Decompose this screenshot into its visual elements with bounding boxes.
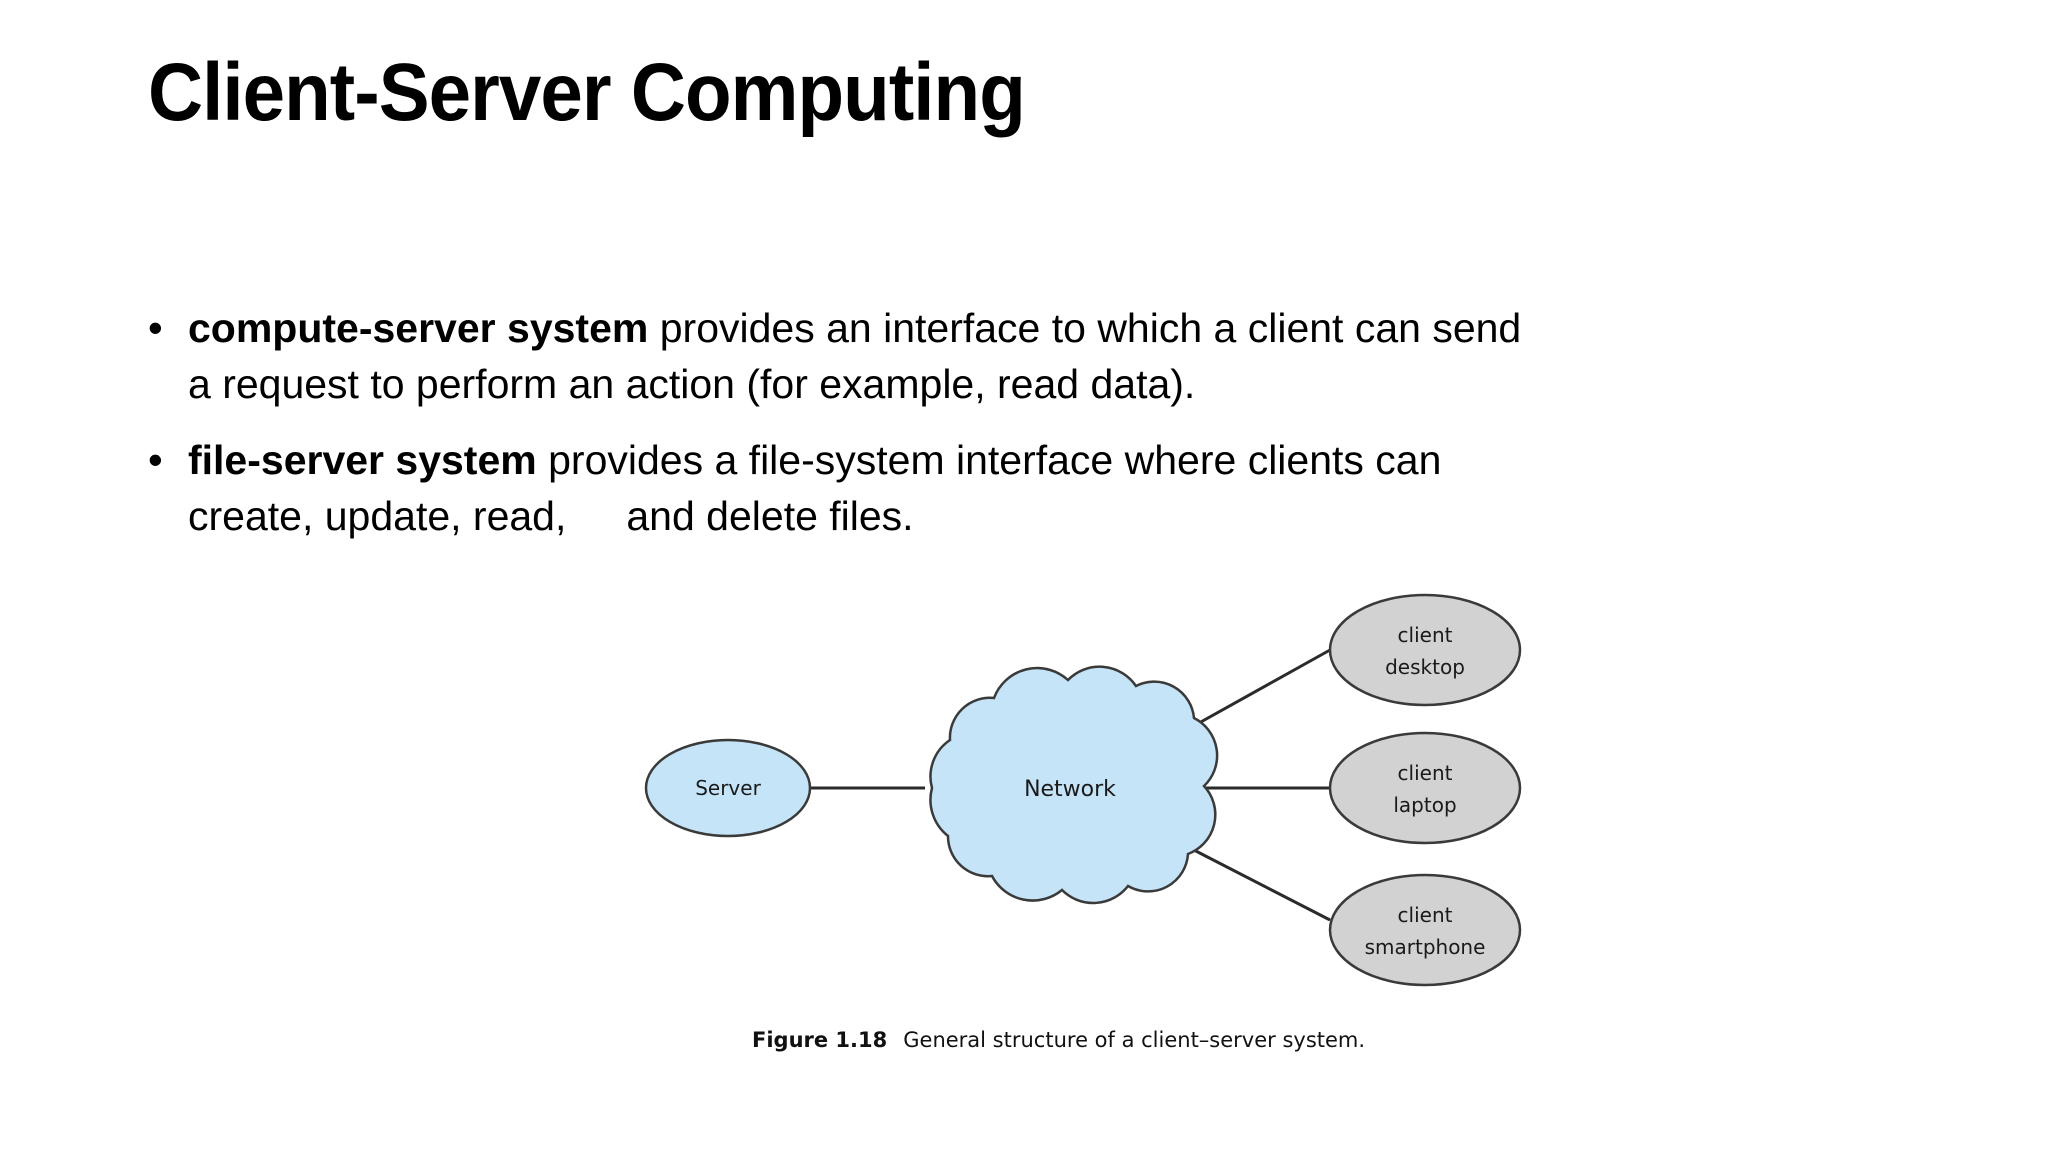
client-desktop-ellipse-shape	[1328, 593, 1522, 707]
bullet-text-compute-server: compute-server system provides an interf…	[188, 300, 1908, 412]
node-client-desktop[interactable]: client desktop	[1328, 593, 1522, 707]
bullet-lead-term: compute-server system	[188, 305, 649, 351]
node-label-client-smartphone-line1: client	[1398, 903, 1453, 927]
figure-diagram: Server Network client desktop client lap…	[600, 590, 1600, 1070]
client-server-diagram-svg: Server Network client desktop client lap…	[644, 593, 1522, 987]
edge-network-to-client-desktop	[1189, 648, 1331, 730]
node-label-client-smartphone-line2: smartphone	[1365, 935, 1486, 959]
node-network[interactable]: Network	[929, 665, 1219, 905]
bullet-second-line-part-b: and delete files.	[626, 493, 914, 539]
bullet-second-line-part-a: create, update, read,	[188, 493, 567, 539]
node-label-client-desktop-line1: client	[1398, 623, 1453, 647]
node-label-server: Server	[695, 776, 761, 800]
diagram-edges	[810, 648, 1331, 922]
bullet-rest-text: provides an interface to which a client …	[648, 305, 1522, 351]
bullet-marker-icon: •	[148, 304, 163, 351]
node-label-network: Network	[1024, 777, 1116, 802]
bullet-text-file-server: file-server system provides a file-syste…	[188, 432, 1908, 544]
bullet-second-line: create, update, read, and delete files.	[188, 488, 1908, 544]
edge-network-to-client-smartphone	[1189, 846, 1331, 922]
node-label-client-desktop-line2: desktop	[1385, 655, 1465, 679]
network-cloud-shape	[929, 665, 1219, 905]
bullet-lead-term: file-server system	[188, 437, 537, 483]
page-title: Client-Server Computing	[148, 47, 1026, 138]
figure-caption: Figure 1.18 General structure of a client…	[752, 1028, 1365, 1052]
node-client-laptop[interactable]: client laptop	[1328, 731, 1522, 845]
figure-caption-text: General structure of a client–server sys…	[903, 1028, 1366, 1052]
figure-caption-label: Figure 1.18	[752, 1028, 888, 1052]
client-laptop-ellipse-shape	[1328, 731, 1522, 845]
list-item: • compute-server system provides an inte…	[148, 300, 1908, 412]
node-client-smartphone[interactable]: client smartphone	[1328, 873, 1522, 987]
node-label-client-laptop-line1: client	[1398, 761, 1453, 785]
server-ellipse-shape	[644, 738, 812, 838]
bullet-rest-text: provides a file-system interface where c…	[536, 437, 1442, 483]
client-smartphone-ellipse-shape	[1328, 873, 1522, 987]
node-server[interactable]: Server	[644, 738, 812, 838]
bullet-list: • compute-server system provides an inte…	[148, 300, 1908, 564]
list-item: • file-server system provides a file-sys…	[148, 432, 1908, 544]
bullet-second-line: a request to perform an action (for exam…	[188, 361, 1196, 407]
node-label-client-laptop-line2: laptop	[1393, 793, 1456, 817]
bullet-marker-icon: •	[148, 436, 163, 483]
